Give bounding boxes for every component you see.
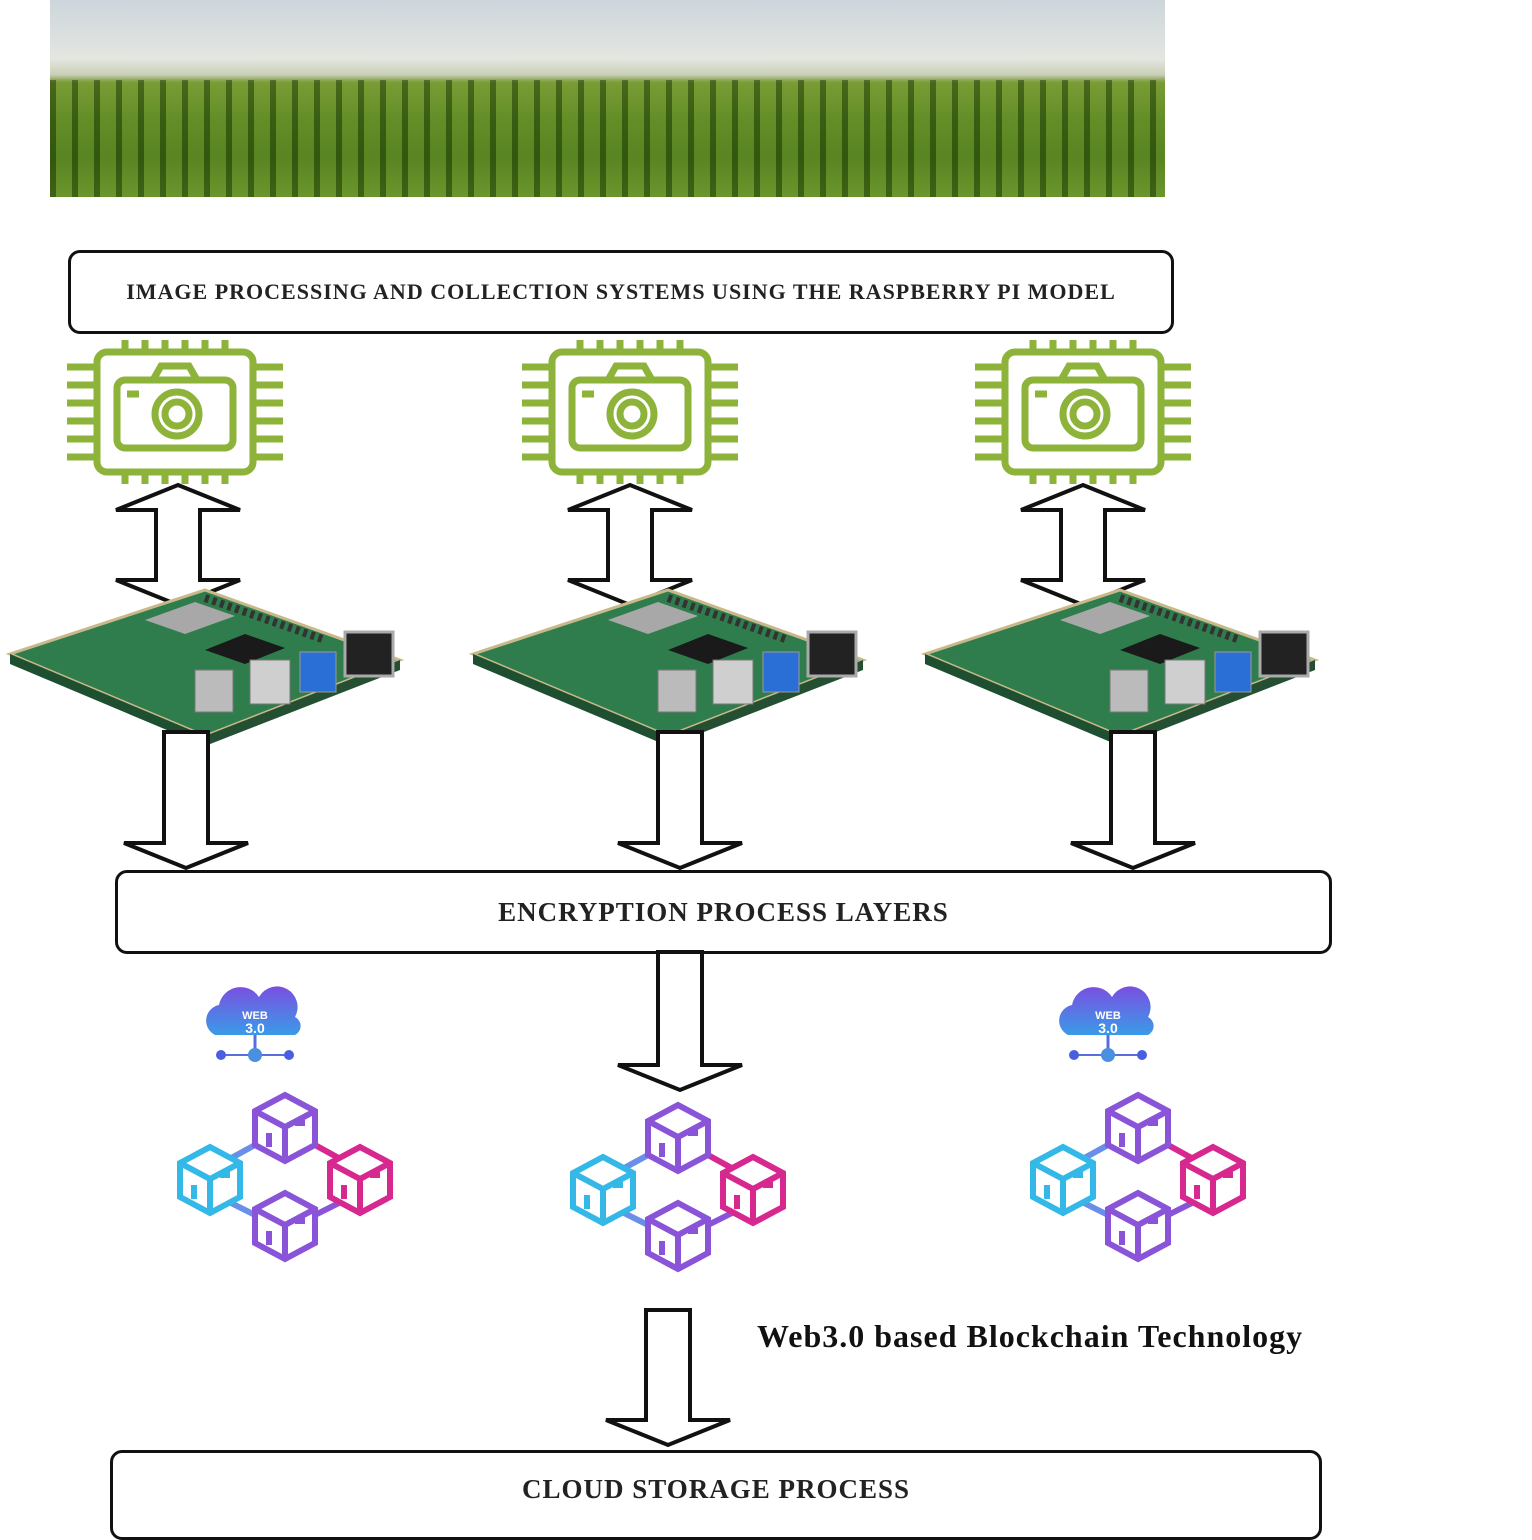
raspberry-pi-board-image (5, 588, 405, 746)
web3-version: 3.0 (245, 1020, 265, 1036)
web3-cloud-icon: WEB 3.0 (206, 986, 301, 1062)
raspberry-pi-board-image (920, 588, 1320, 746)
image-processing-label: IMAGE PROCESSING AND COLLECTION SYSTEMS … (126, 279, 1116, 304)
web3-label: WEB (1095, 1010, 1121, 1022)
cloud-storage-box: CLOUD STORAGE PROCESS (110, 1450, 1322, 1540)
encryption-label: ENCRYPTION PROCESS LAYERS (498, 896, 949, 927)
down-arrow-icon (617, 730, 743, 871)
web3-cloud-icon: WEB 3.0 (1059, 986, 1154, 1062)
blockchain-network-icon (570, 1101, 786, 1273)
camera-chip-icon (67, 340, 283, 484)
down-arrow-icon (617, 950, 743, 1093)
web3-version: 3.0 (1098, 1020, 1118, 1036)
bidirectional-arrow-icon (115, 482, 241, 608)
web3-label: WEB (242, 1010, 268, 1022)
camera-chip-icon (522, 340, 738, 484)
blockchain-network-icon (177, 1091, 393, 1263)
blockchain-caption: Web3.0 based Blockchain Technology (757, 1318, 1304, 1354)
bidirectional-arrow-icon (1020, 482, 1146, 608)
bidirectional-arrow-icon (567, 482, 693, 608)
down-arrow-icon (123, 730, 249, 871)
cloud-storage-label: CLOUD STORAGE PROCESS (521, 1473, 911, 1504)
raspberry-pi-board-image (468, 588, 868, 746)
down-arrow-icon (1070, 730, 1196, 871)
blockchain-network-icon (1030, 1091, 1246, 1263)
encryption-box: ENCRYPTION PROCESS LAYERS (115, 870, 1332, 954)
down-arrow-icon (605, 1308, 731, 1448)
crop-field-photo (50, 0, 1165, 197)
image-processing-box: IMAGE PROCESSING AND COLLECTION SYSTEMS … (68, 250, 1174, 334)
camera-chip-icon (975, 340, 1191, 484)
